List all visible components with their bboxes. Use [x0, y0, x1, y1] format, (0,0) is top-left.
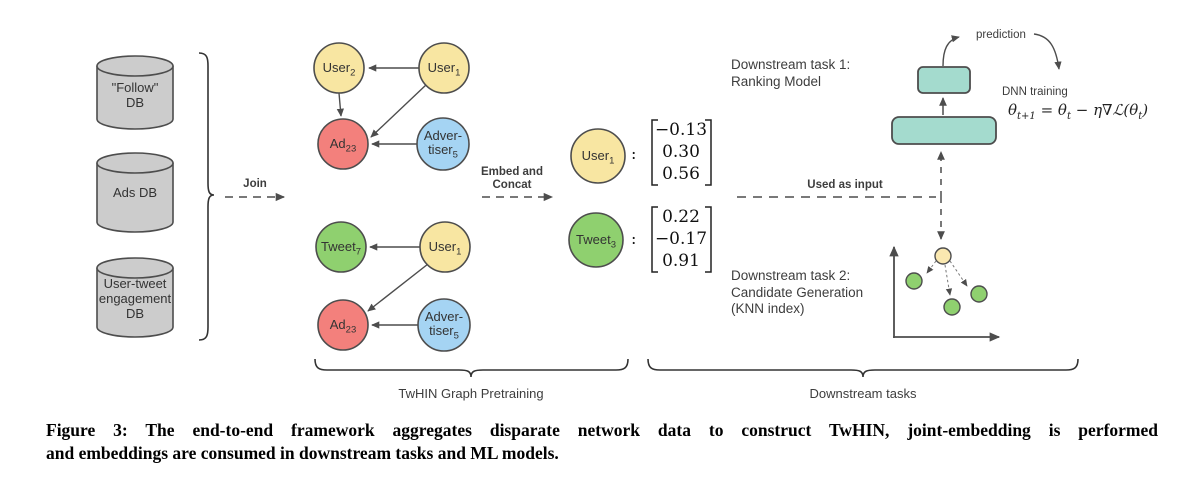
node-tweet7 [315, 221, 367, 273]
downstream-task1-label: Downstream task 1: Ranking Model [731, 57, 851, 89]
tweet3-embedding-vector: 0.22 −0.17 0.91 [654, 207, 708, 271]
knn-neighbor-arrow-1 [926, 260, 937, 274]
knn-query-dot [934, 247, 952, 265]
node-ad23-bottom [317, 299, 369, 351]
vector2-left-bracket [651, 206, 658, 273]
node-ad23-top [317, 118, 369, 170]
edge-user1-ad23-bottom [367, 263, 429, 312]
sgd-update-formula: θt+1 = θt − η∇ℒ(θt) [1008, 101, 1149, 122]
node-user1-embedding [570, 128, 626, 184]
node-ad23-bottom-label: Ad23 [329, 317, 357, 336]
db-group-brace [198, 52, 215, 341]
knn-candidate-dot-1 [905, 272, 923, 290]
ranking-output-layer-box [917, 66, 971, 94]
node-ad23-top-label: Ad23 [329, 136, 357, 155]
user-tweet-db-cylinder [96, 257, 174, 338]
node-user1-top [418, 42, 470, 94]
user1-colon: : [631, 144, 637, 163]
knn-neighbor-arrow-2 [944, 264, 953, 296]
figure-caption: Figure 3: The end-to-end framework aggre… [46, 420, 1158, 464]
embed-concat-label: Embed and Concat [481, 166, 543, 191]
prediction-to-training-arrow [1033, 33, 1062, 70]
vector2-right-bracket [705, 206, 712, 273]
ranking-hidden-layer-box [891, 116, 997, 145]
embedding-tweet3-label: Tweet3 [576, 232, 616, 251]
downstream-brace [647, 358, 1079, 378]
knn-candidate-dot-3 [970, 285, 988, 303]
node-advertiser5-bottom [417, 298, 471, 352]
edge-user1-ad23 [370, 83, 428, 138]
node-advertiser5-bottom-label: Adver-tiser5 [424, 309, 464, 342]
downstream-task2-label: Downstream task 2: Candidate Generation … [731, 268, 864, 316]
node-user1-bottom [419, 221, 471, 273]
user-tweet-db-label: User-tweet engagement DB [98, 276, 172, 321]
join-label: Join [243, 178, 267, 190]
ads-db-label: Ads DB [112, 185, 158, 200]
dnn-training-label: DNN training [1002, 86, 1068, 98]
follow-db-cylinder [96, 55, 174, 130]
embedding-user1-label: User1 [581, 148, 615, 167]
node-advertiser5-top [416, 117, 470, 171]
pretraining-brace-label: TwHIN Graph Pretraining [398, 386, 544, 401]
node-advertiser5-top-label: Adver-tiser5 [423, 128, 463, 161]
knn-candidate-dot-2 [943, 298, 961, 316]
pretraining-brace [314, 358, 629, 378]
edge-user2-ad23 [336, 92, 344, 117]
user1-embedding-vector: −0.13 0.30 0.56 [654, 120, 708, 184]
node-tweet3-embedding [568, 212, 624, 268]
ads-db-cylinder [96, 152, 174, 233]
diagram-canvas [96, 33, 1079, 378]
to-prediction-arrow [942, 35, 960, 67]
used-as-input-label: Used as input [807, 179, 883, 191]
node-tweet7-label: Tweet7 [321, 239, 361, 258]
vector1-right-bracket [705, 119, 712, 186]
vector1-left-bracket [651, 119, 658, 186]
tweet3-colon: : [631, 229, 637, 248]
downstream-brace-label: Downstream tasks [809, 386, 917, 401]
follow-db-label: "Follow" DB [111, 80, 159, 110]
node-user1-top-label: User1 [427, 60, 461, 79]
node-user1-bottom-label: User1 [428, 239, 462, 258]
prediction-label: prediction [976, 29, 1026, 41]
knn-neighbor-arrow-3 [949, 260, 968, 287]
node-user2 [313, 42, 365, 94]
node-user2-label: User2 [322, 60, 356, 79]
